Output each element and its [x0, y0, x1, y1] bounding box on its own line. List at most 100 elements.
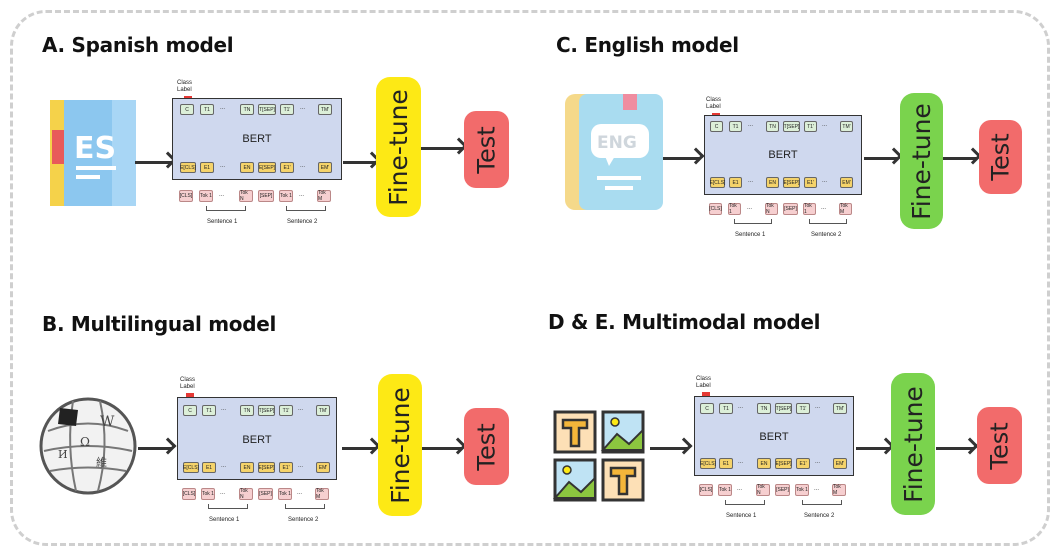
output-token: T[SEP] — [775, 403, 792, 414]
bert-box: C T1 ... TN T[SEP] T1' ... TM' BERT E[CL… — [694, 396, 854, 476]
ellipsis: ... — [748, 178, 754, 184]
embedding-token: EM' — [316, 462, 330, 473]
sentence-2-label: Sentence 2 — [811, 232, 842, 238]
input-token: Tok 1 — [279, 190, 293, 202]
embedding-token: E1 — [719, 458, 733, 469]
output-token: C — [183, 405, 197, 416]
test-step: Test — [464, 408, 509, 485]
embedding-token: EM' — [318, 162, 332, 173]
embedding-token: E1' — [796, 458, 810, 469]
input-token: Tok 1 — [199, 190, 213, 202]
output-token: TN — [240, 104, 254, 115]
embedding-token: EN — [240, 462, 254, 473]
arrow — [421, 147, 463, 150]
sentence-brace — [208, 504, 248, 509]
input-token: [CLS] — [182, 488, 196, 500]
arrow — [138, 447, 172, 450]
ellipsis: ... — [300, 163, 306, 169]
class-label: Class Label — [706, 97, 722, 110]
input-token: [CLS] — [709, 203, 722, 215]
output-token: T1 — [719, 403, 733, 414]
output-token: T1 — [200, 104, 214, 115]
ellipsis: ... — [748, 122, 754, 128]
class-label: Class Label — [177, 80, 193, 93]
embedding-token: E1 — [729, 177, 742, 188]
output-token: T[SEP] — [258, 405, 275, 416]
ellipsis: ... — [815, 404, 821, 410]
sentence-brace — [285, 504, 325, 509]
input-token: Tok N — [239, 488, 253, 500]
ellipsis: ... — [822, 122, 828, 128]
fine-tune-step: Fine-tune — [376, 77, 421, 217]
bert-label: BERT — [768, 149, 798, 161]
embedding-token: EN — [757, 458, 771, 469]
sentence-brace — [725, 500, 765, 505]
input-token: Tok 1 — [803, 203, 816, 215]
embedding-token: E1' — [804, 177, 817, 188]
arrow — [650, 447, 688, 450]
output-token: TM' — [318, 104, 332, 115]
ellipsis: ... — [822, 178, 828, 184]
ellipsis: ... — [300, 105, 306, 111]
sentence-brace — [809, 219, 847, 224]
arrow — [943, 157, 977, 160]
bert-box: C T1 ... TN T[SEP] T1' ... TM' BERT E[CL… — [177, 397, 337, 480]
embedding-token: EM' — [833, 458, 847, 469]
panel-title: D & E. Multimodal model — [548, 310, 821, 334]
sentence-brace — [802, 500, 842, 505]
output-token: T1 — [729, 121, 742, 132]
test-label: Test — [986, 133, 1015, 181]
arrow — [343, 161, 376, 164]
input-token: Tok M — [317, 190, 331, 202]
panel-spanish-model: A. Spanish model ES Class Label C T1 ...… — [0, 0, 520, 270]
sentence-2-label: Sentence 2 — [287, 219, 318, 225]
panel-multimodal-model: D & E. Multimodal model Class Label C T1… — [0, 0, 1022, 519]
ellipsis: ... — [220, 163, 226, 169]
panel-english-model: C. English model ENG Class Label C T1 ..… — [0, 0, 1022, 270]
ellipsis: ... — [737, 486, 743, 492]
input-token: [SEP] — [258, 488, 273, 500]
output-token: TN — [757, 403, 771, 414]
outer-dashed-frame — [10, 10, 1050, 546]
svg-text:Ω: Ω — [80, 435, 90, 449]
panel-multilingual-model: B. Multilingual model W Ω И 維 Class Labe… — [0, 0, 520, 523]
sentence-1-label: Sentence 1 — [726, 513, 757, 519]
test-label: Test — [985, 421, 1014, 470]
arrow — [422, 447, 462, 450]
ellipsis: ... — [219, 192, 225, 198]
sentence-1-label: Sentence 1 — [209, 517, 240, 523]
output-token: T[SEP] — [258, 104, 276, 115]
input-token: [CLS] — [179, 190, 193, 202]
embedding-token: E[SEP] — [258, 462, 275, 473]
fine-tune-label: Fine-tune — [898, 385, 928, 503]
ellipsis: ... — [738, 459, 744, 465]
panel-title: B. Multilingual model — [42, 312, 277, 336]
class-label: Class Label — [696, 376, 712, 389]
output-token: TM' — [840, 121, 853, 132]
input-token: Tok N — [765, 203, 778, 215]
input-token: [SEP] — [783, 203, 798, 215]
panel-title: C. English model — [556, 33, 739, 57]
ellipsis: ... — [299, 192, 305, 198]
arrow — [864, 157, 898, 160]
input-token: Tok 1 — [201, 488, 215, 500]
input-token: Tok M — [839, 203, 852, 215]
test-step: Test — [464, 111, 509, 188]
class-label: Class Label — [180, 377, 196, 390]
embedding-token: E[SEP] — [258, 162, 276, 173]
input-token: Tok 1 — [278, 488, 292, 500]
arrow — [663, 157, 700, 160]
arrow — [856, 447, 890, 450]
embedding-token: E[CLS] — [710, 177, 725, 188]
embedding-token: E[SEP] — [775, 458, 792, 469]
eng-book-icon: ENG — [565, 94, 663, 210]
svg-text:ENG: ENG — [597, 133, 637, 153]
svg-text:W: W — [100, 414, 115, 430]
embedding-token: E1 — [200, 162, 214, 173]
embedding-token: E[CLS] — [180, 162, 196, 173]
arrow — [135, 161, 172, 164]
embedding-token: EN — [766, 177, 779, 188]
ellipsis: ... — [221, 406, 227, 412]
svg-text:ES: ES — [74, 131, 116, 166]
output-token: C — [180, 104, 194, 115]
